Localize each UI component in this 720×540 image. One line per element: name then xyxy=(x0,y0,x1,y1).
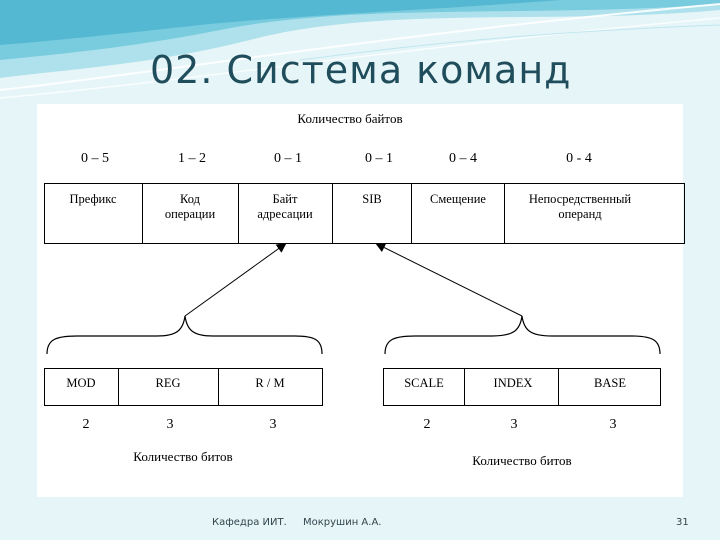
modrm-reg-label: REG xyxy=(156,376,181,391)
sib-scale-bits: 2 xyxy=(424,418,431,432)
sib-index-bits: 3 xyxy=(511,418,518,432)
instruction-format-diagram: Количество байтов 0 – 5 1 – 2 0 – 1 0 – … xyxy=(37,104,683,497)
modrm-rm-bits: 3 xyxy=(270,418,277,432)
modrm-brace xyxy=(47,316,322,354)
modrm-mod-label: MOD xyxy=(66,376,95,391)
footer-page-number: 31 xyxy=(676,517,689,528)
sib-brace xyxy=(385,316,660,354)
arrow-to-sib xyxy=(377,244,522,316)
footer-department: Кафедра ИИТ. xyxy=(212,517,287,528)
sib-index-label: INDEX xyxy=(494,376,533,391)
diagram-lines xyxy=(37,104,683,497)
modrm-bits-caption: Количество битов xyxy=(133,450,232,464)
modrm-reg-bits: 3 xyxy=(167,418,174,432)
modrm-rm-label: R / M xyxy=(255,376,284,391)
sib-base-bits: 3 xyxy=(610,418,617,432)
sib-bits-caption: Количество битов xyxy=(472,454,571,468)
sib-scale-label: SCALE xyxy=(404,376,444,391)
sib-divider xyxy=(558,368,559,406)
field-displacement: Смещение xyxy=(430,192,486,207)
field-sib: SIB xyxy=(362,192,381,207)
slide-title: 02. Система команд xyxy=(150,48,571,92)
modrm-mod-bits: 2 xyxy=(83,418,90,432)
field-prefix: Префикс xyxy=(69,192,116,207)
arrow-to-modrm xyxy=(185,244,285,316)
sib-base-label: BASE xyxy=(594,376,626,391)
footer-author: Мокрушин А.А. xyxy=(303,517,381,528)
modrm-divider xyxy=(218,368,219,406)
